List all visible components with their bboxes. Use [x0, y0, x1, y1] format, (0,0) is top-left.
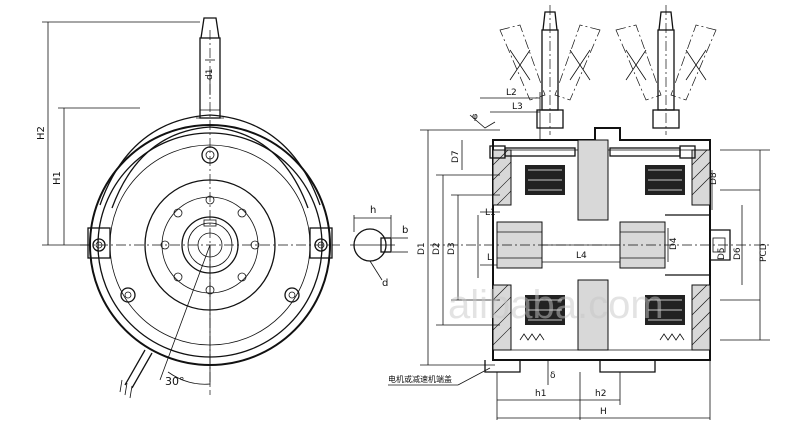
- l2-label: L2: [506, 88, 517, 98]
- h2-small-label: h2: [595, 389, 606, 399]
- d1-cap-label: D1: [417, 242, 427, 255]
- watermark-logo: alibaba.com: [448, 283, 664, 327]
- angle-label: 30°: [165, 375, 185, 388]
- h-cap-label: H: [600, 407, 607, 417]
- l-label: L: [487, 253, 492, 263]
- l1-label: L1: [485, 208, 496, 218]
- d6-label: D6: [733, 247, 743, 260]
- h-label: h: [370, 205, 376, 216]
- d1-label: d1: [205, 69, 215, 80]
- handles: [499, 11, 717, 129]
- b-label: b: [402, 225, 408, 236]
- front-view: 30° H2 H1 d1: [36, 17, 340, 399]
- d2-label: D2: [432, 242, 442, 255]
- section-view: [430, 5, 770, 373]
- d4-label: D4: [669, 237, 679, 250]
- l4-label: L4: [576, 251, 587, 261]
- delta-label: δ: [550, 371, 556, 381]
- hatching: [492, 149, 711, 346]
- l3-label: L3: [512, 102, 523, 112]
- h2-label: H2: [36, 126, 47, 140]
- phi-label: φ: [472, 112, 478, 122]
- section-dimensions: D1 D2 D3 D7 L1 L L4 D4 D8 D5 D6 PCD: [388, 88, 770, 420]
- d3-label: D3: [447, 242, 457, 255]
- d7-label: D7: [451, 150, 461, 163]
- d8-label: D8: [709, 172, 719, 185]
- note-label: 电机或减速机端盖: [388, 374, 452, 384]
- shaft-key-detail: h b d: [350, 205, 408, 289]
- h1-small-label: h1: [535, 389, 546, 399]
- h1-label: H1: [52, 171, 63, 185]
- d-label: d: [382, 278, 388, 289]
- pcd-label: PCD: [759, 243, 769, 262]
- d5-label: D5: [717, 247, 727, 260]
